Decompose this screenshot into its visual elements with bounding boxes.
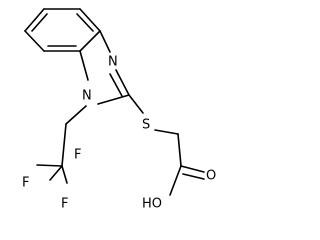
atom-label-sulfur: S [142,118,150,133]
trifluoroethyl-chain [36,105,87,184]
bond [36,164,63,167]
atom-label-fluorine: F [61,197,68,212]
double-bond-inner [182,173,205,180]
structure-diagram: N N S F F F O HO [22,8,216,212]
bond [79,50,89,81]
bond [99,30,111,53]
double-bond-inner [31,13,48,32]
atom-label-nitrogen: N [82,89,92,104]
imidazole-ring [79,30,130,105]
bond [79,8,101,32]
double-bond-inner [109,73,123,97]
bond [24,8,45,32]
bond [180,165,205,173]
bond [49,165,63,181]
bond [128,94,144,114]
benzene-ring [24,8,101,52]
atom-label-fluorine: F [22,176,29,191]
bond [61,123,67,167]
bond [65,105,87,125]
bond [61,165,68,184]
bond [97,94,130,105]
bond [154,129,179,135]
atom-label-nitrogen: N [108,55,118,70]
bond [177,133,182,167]
bond [169,165,182,196]
thioacetic-acid-chain [128,94,205,196]
double-bond-inner [76,13,94,32]
bond [24,30,45,52]
bond [115,69,130,96]
bond [79,30,101,52]
atom-label-fluorine: F [74,148,81,163]
atom-label-oxygen: O [206,169,216,184]
atom-label-hydroxyl: HO [142,197,162,212]
